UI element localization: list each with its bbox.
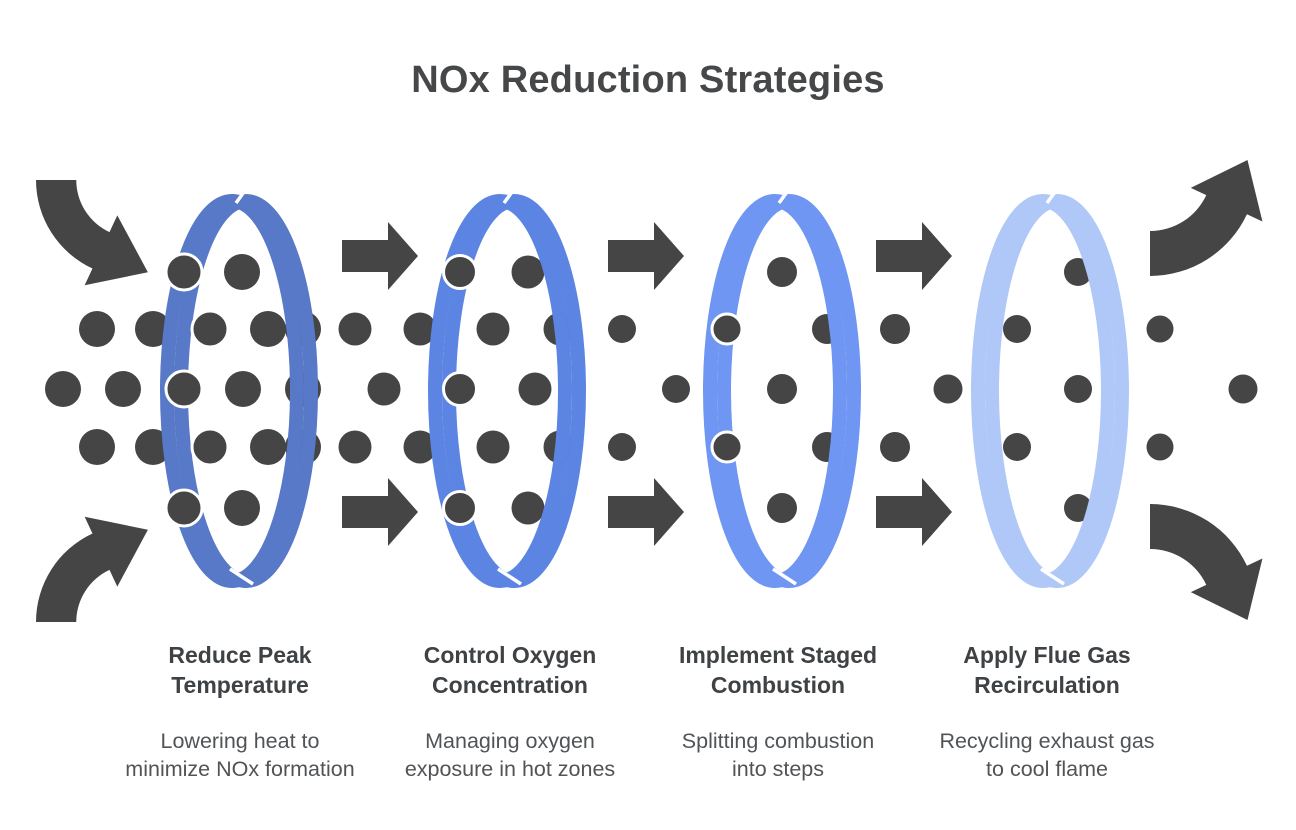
stage-title: Control Oxygen Concentration xyxy=(423,642,597,699)
particle-dot xyxy=(767,493,797,523)
stage-description: Managing oxygen exposure in hot zones xyxy=(404,728,616,782)
particle-dot xyxy=(442,254,478,290)
flow-arrow-icon xyxy=(342,222,418,290)
particle-dot xyxy=(1146,315,1174,343)
stage-2-caption: Control Oxygen Concentration Managing ox… xyxy=(395,640,625,784)
particle-dots-on-rings xyxy=(164,252,744,528)
ring-stage-3 xyxy=(703,183,861,588)
particle-dot xyxy=(367,372,401,406)
particle-dot xyxy=(442,490,478,526)
particle-dot xyxy=(442,371,478,407)
ring-twist-gap xyxy=(229,183,254,586)
particle-dot xyxy=(105,371,141,407)
particle-dot xyxy=(338,430,372,464)
particle-dot xyxy=(79,429,115,465)
ring-twist-gap xyxy=(497,183,522,586)
particle-dot xyxy=(403,430,437,464)
flow-arrow-icons xyxy=(342,222,952,546)
flow-inlet-outlet-arrows xyxy=(36,160,1263,622)
particle-dot xyxy=(250,429,286,465)
stage-title: Implement Staged Combustion xyxy=(678,642,878,699)
particle-dot xyxy=(164,488,204,528)
particle-dot xyxy=(1228,374,1258,404)
particle-dot xyxy=(224,254,260,290)
particle-dot xyxy=(190,309,230,349)
particle-dot xyxy=(767,257,797,287)
particle-dot xyxy=(45,371,81,407)
stage-1-caption: Reduce Peak Temperature Lowering heat to… xyxy=(125,640,355,784)
particle-dot xyxy=(190,427,230,467)
flow-arrow-icon xyxy=(876,222,952,290)
particle-dot xyxy=(608,315,636,343)
particle-dot xyxy=(250,311,286,347)
particle-dot xyxy=(662,375,690,403)
outlet-arrow-bottom-icon xyxy=(1150,504,1263,620)
particle-dot xyxy=(476,312,510,346)
stage-description: Recycling exhaust gas to cool flame xyxy=(939,728,1155,782)
particle-dot xyxy=(1003,315,1031,343)
particle-dot xyxy=(518,372,552,406)
particle-dot xyxy=(79,311,115,347)
stage-4-caption: Apply Flue Gas Recirculation Recycling e… xyxy=(932,640,1162,784)
flow-arrow-icon xyxy=(608,222,684,290)
particle-dots xyxy=(45,254,1258,526)
ring-stage-4 xyxy=(971,183,1129,588)
particle-dot xyxy=(476,430,510,464)
stage-description: Splitting combustion into steps xyxy=(681,728,875,782)
stage-description: Lowering heat to minimize NOx formation xyxy=(125,728,355,782)
particle-dot xyxy=(933,374,963,404)
inlet-arrow-bottom-icon xyxy=(36,516,148,622)
stage-3-caption: Implement Staged Combustion Splitting co… xyxy=(663,640,893,784)
particle-dot xyxy=(225,371,261,407)
particle-dot xyxy=(511,255,545,289)
particle-dot xyxy=(164,252,204,292)
inlet-arrow-top-icon xyxy=(36,180,148,286)
particle-dot xyxy=(1146,433,1174,461)
flow-arrow-icon xyxy=(876,478,952,546)
ring-twist-gap xyxy=(772,183,797,586)
particle-dot xyxy=(403,312,437,346)
ring-twist-gap xyxy=(1040,183,1065,586)
particle-dot xyxy=(710,430,744,464)
flow-arrow-icon xyxy=(342,478,418,546)
particle-dot xyxy=(767,374,797,404)
particle-dot xyxy=(338,312,372,346)
particle-dot xyxy=(224,490,260,526)
outlet-arrow-top-icon xyxy=(1150,160,1263,276)
particle-dot xyxy=(880,432,910,462)
particle-dot xyxy=(135,311,171,347)
particle-dot xyxy=(710,312,744,346)
page-title: NOx Reduction Strategies xyxy=(411,59,885,102)
particle-dot xyxy=(880,314,910,344)
stage-title: Apply Flue Gas Recirculation xyxy=(963,642,1131,699)
particle-dot xyxy=(1003,433,1031,461)
particle-dot xyxy=(608,433,636,461)
flow-arrow-icon xyxy=(608,478,684,546)
particle-dot xyxy=(1064,375,1092,403)
particle-dot xyxy=(164,369,204,409)
particle-dot xyxy=(511,491,545,525)
stage-title: Reduce Peak Temperature xyxy=(168,642,312,699)
